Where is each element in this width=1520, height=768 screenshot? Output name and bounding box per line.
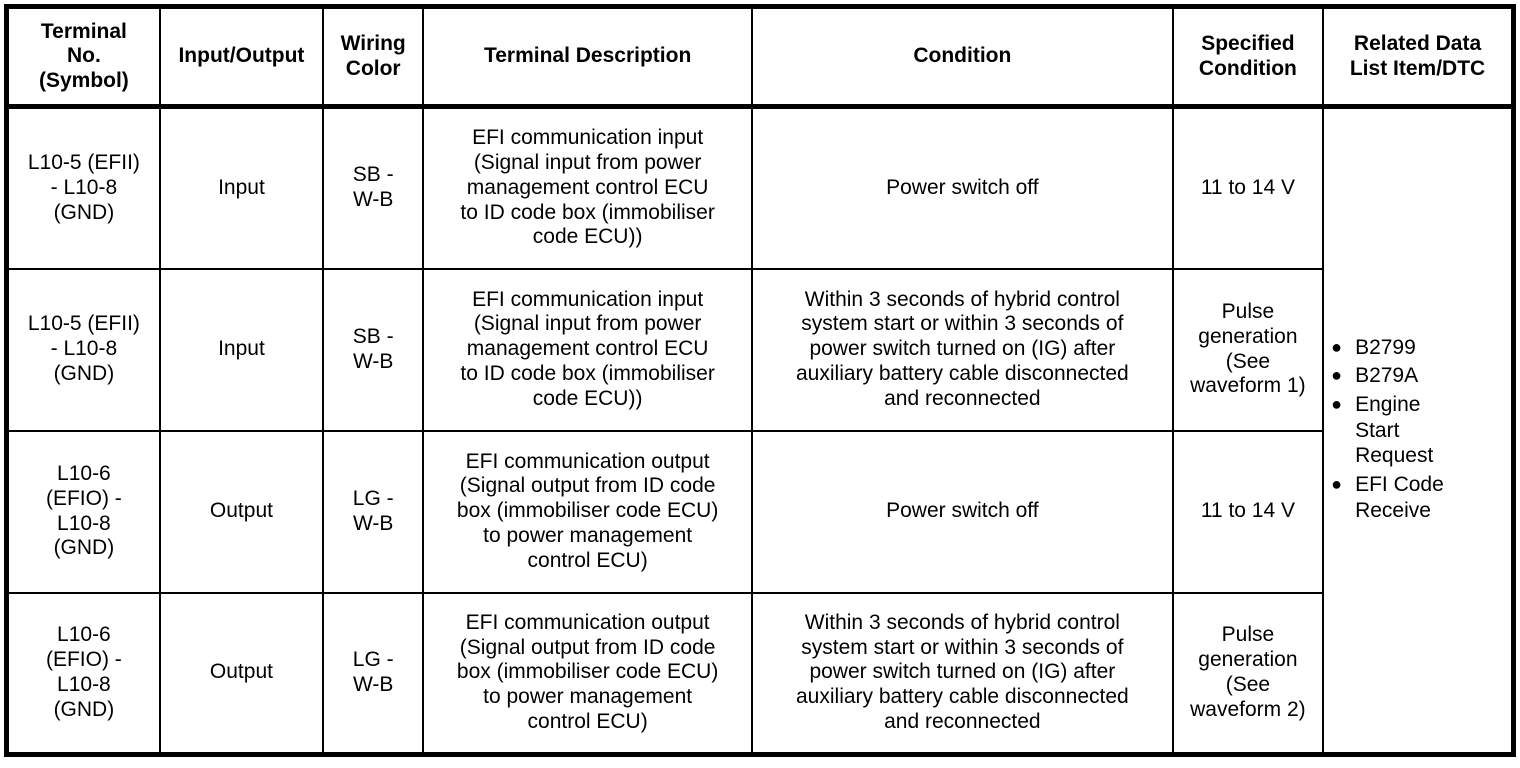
cell-specified-condition: 11 to 14 V xyxy=(1171,429,1325,594)
dtc-list: ● B2799 ● B279A ● Engine Start Request ● EFI… xyxy=(1329,335,1506,523)
cell-condition: Within 3 seconds of hybrid control syste… xyxy=(750,267,1174,432)
dtc-item-label: B279A xyxy=(1355,364,1419,388)
column-header-specified-condition: Specified Condition xyxy=(1171,5,1325,108)
cell-condition: Power switch off xyxy=(750,105,1174,270)
cell-terminal-description: EFI communication output (Signal output … xyxy=(422,591,753,756)
dtc-item-label: B2799 xyxy=(1355,335,1416,359)
table-row: L10-6 (EFIO) - L10-8 (GND) Output LG - W… xyxy=(5,429,1514,594)
table-row: L10-6 (EFIO) - L10-8 (GND) Output LG - W… xyxy=(5,591,1514,756)
column-header-terminal-description: Terminal Description xyxy=(422,5,753,108)
cell-input-output: Input xyxy=(158,267,325,432)
bullet-icon: ● xyxy=(1331,336,1342,357)
cell-terminal-description: EFI communication input (Signal input fr… xyxy=(422,267,753,432)
cell-wiring-color: SB - W-B xyxy=(322,105,425,270)
column-header-terminal-no: Terminal No. (Symbol) xyxy=(5,5,161,108)
cell-terminal-no: L10-6 (EFIO) - L10-8 (GND) xyxy=(5,429,161,594)
cell-terminal-no: L10-5 (EFII) - L10-8 (GND) xyxy=(5,267,161,432)
cell-wiring-color: LG - W-B xyxy=(322,591,425,756)
dtc-item-label: Engine Start Request xyxy=(1355,393,1434,468)
spec-table-sheet: Terminal No. (Symbol) Input/Output Wirin… xyxy=(0,4,1520,768)
list-item: ● B2799 xyxy=(1329,335,1506,361)
cell-terminal-description: EFI communication input (Signal input fr… xyxy=(422,105,753,270)
list-item: ● EFI Code Receive xyxy=(1329,472,1506,523)
bullet-icon: ● xyxy=(1331,365,1342,386)
terminal-spec-table: Terminal No. (Symbol) Input/Output Wirin… xyxy=(4,4,1516,757)
cell-specified-condition: Pulse generation (See waveform 1) xyxy=(1171,267,1325,432)
list-item: ● Engine Start Request xyxy=(1329,392,1506,469)
bullet-icon: ● xyxy=(1331,473,1342,494)
column-header-input-output: Input/Output xyxy=(158,5,325,108)
list-item: ● B279A xyxy=(1329,363,1506,389)
cell-input-output: Input xyxy=(158,105,325,270)
table-row: L10-5 (EFII) - L10-8 (GND) Input SB - W-… xyxy=(5,267,1514,432)
table-row: L10-5 (EFII) - L10-8 (GND) Input SB - W-… xyxy=(5,105,1515,756)
column-header-condition: Condition xyxy=(750,5,1174,108)
dtc-item-label: EFI Code Receive xyxy=(1355,472,1444,522)
header-row: Terminal No. (Symbol) Input/Output Wirin… xyxy=(5,5,1515,108)
cell-terminal-no: L10-6 (EFIO) - L10-8 (GND) xyxy=(5,591,161,756)
cell-input-output: Output xyxy=(158,591,325,756)
cell-related-data-list-item-dtc: ● B2799 ● B279A ● Engine Start Request ● EFI… xyxy=(1322,105,1515,756)
cell-condition: Within 3 seconds of hybrid control syste… xyxy=(750,591,1174,756)
cell-specified-condition: Pulse generation (See waveform 2) xyxy=(1171,591,1325,756)
cell-condition: Power switch off xyxy=(750,429,1174,594)
column-header-related-data-list-item-dtc: Related Data List Item/DTC xyxy=(1322,5,1515,108)
cell-specified-condition: 11 to 14 V xyxy=(1171,105,1325,270)
cell-wiring-color: LG - W-B xyxy=(322,429,425,594)
cell-terminal-no: L10-5 (EFII) - L10-8 (GND) xyxy=(5,105,161,270)
table-body: L10-5 (EFII) - L10-8 (GND) Input SB - W-… xyxy=(5,105,1515,756)
cell-input-output: Output xyxy=(158,429,325,594)
column-header-wiring-color: Wiring Color xyxy=(322,5,425,108)
cell-terminal-description: EFI communication output (Signal output … xyxy=(422,429,753,594)
cell-wiring-color: SB - W-B xyxy=(322,267,425,432)
bullet-icon: ● xyxy=(1331,394,1342,415)
table-header: Terminal No. (Symbol) Input/Output Wirin… xyxy=(5,5,1515,108)
